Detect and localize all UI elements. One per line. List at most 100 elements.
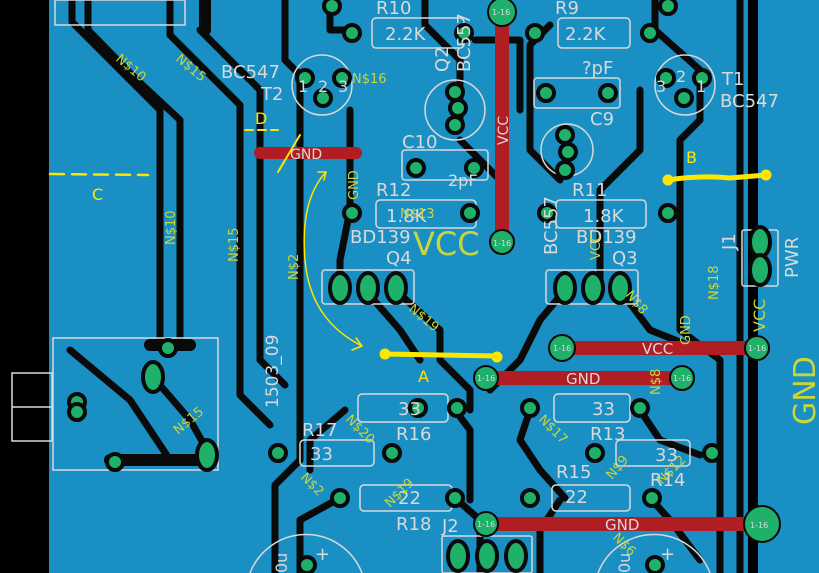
- pad-oval: [384, 271, 408, 305]
- annotation-b: B: [686, 148, 697, 167]
- label-r10: R10: [376, 0, 411, 19]
- label-q2: Q2: [432, 46, 453, 72]
- annot-arrow: [303, 171, 363, 351]
- label-board-id: 1503_09: [263, 335, 283, 408]
- value-r15: 22: [565, 487, 588, 508]
- pad: [445, 115, 465, 135]
- pad: [332, 68, 352, 88]
- value-r9: 2.2K: [565, 24, 607, 45]
- pad: [297, 555, 317, 573]
- svg-text:1-16: 1-16: [750, 521, 768, 530]
- label-q4: Q4: [386, 248, 412, 269]
- pad: [447, 398, 467, 418]
- pad: [537, 203, 557, 223]
- svg-text:1-16: 1-16: [673, 374, 691, 383]
- net-vcc-big: VCC: [413, 225, 480, 263]
- pad: [313, 88, 333, 108]
- net-n15b: N$15: [227, 227, 242, 262]
- pad: [382, 443, 402, 463]
- pad: [342, 203, 362, 223]
- pad: [702, 443, 722, 463]
- pad: [658, 203, 678, 223]
- label-c10: C10: [402, 132, 437, 153]
- t2-pin-2: 2: [318, 77, 328, 96]
- label-r15: R15: [556, 462, 591, 483]
- annotation-c: C: [92, 185, 103, 204]
- label-t2: BC547: [221, 62, 280, 83]
- pad-oval: [608, 271, 632, 305]
- via-tags: 1-16 1-16 1-16 1-16 1-16 1-16 1-16 1-16: [477, 8, 768, 530]
- pad: [158, 338, 178, 358]
- wire-label-gnd-left: GND: [290, 147, 322, 163]
- net-vcc-q3: VCC: [589, 233, 604, 260]
- t1-pin-3: 3: [656, 77, 666, 96]
- label-q3: Q3: [612, 248, 638, 269]
- pad: [67, 402, 87, 422]
- pad: [460, 203, 480, 223]
- annot-line-b: [665, 172, 769, 183]
- label-r14: R14: [650, 470, 685, 491]
- pad-oval: [504, 539, 528, 573]
- pad: [656, 68, 676, 88]
- pad: [464, 158, 484, 178]
- pad: [445, 488, 465, 508]
- cap-right-plus: +: [660, 544, 675, 565]
- label-r13: R13: [590, 424, 625, 445]
- annotation-marks: [48, 129, 772, 363]
- net-n13: N$13: [400, 207, 435, 222]
- pad-oval: [195, 438, 219, 472]
- pad: [645, 555, 665, 573]
- wire-label-gnd-bottom: GND: [605, 516, 639, 534]
- svg-text:1-16: 1-16: [477, 520, 495, 529]
- pad: [295, 68, 315, 88]
- pad-oval: [328, 271, 352, 305]
- top-wires: [254, 5, 769, 531]
- annotation-d: D: [255, 109, 267, 128]
- cap-left-plus: +: [315, 544, 330, 565]
- label-j2: J2: [441, 516, 459, 537]
- net-n10b: N$10: [164, 210, 179, 245]
- pad: [558, 142, 578, 162]
- pad-oval: [581, 271, 605, 305]
- svg-text:1-16: 1-16: [493, 239, 511, 248]
- wire-endpoints: [473, 0, 781, 543]
- pad: [598, 83, 618, 103]
- net-n18: N$18: [707, 265, 722, 300]
- label-q2-part: BC557: [454, 13, 475, 72]
- label-pwr: PWR: [782, 237, 803, 278]
- label-c9: C9: [590, 109, 614, 130]
- pad: [445, 82, 465, 102]
- label-r11: R11: [572, 180, 607, 201]
- label-q3-part: BD139: [576, 227, 637, 248]
- pad: [674, 88, 694, 108]
- value-r14: 33: [655, 445, 678, 466]
- pad: [555, 125, 575, 145]
- pad: [658, 0, 678, 16]
- annotation-a: A: [418, 367, 429, 386]
- label-j1: J1: [719, 233, 740, 251]
- label-r9: R9: [555, 0, 579, 19]
- label-cap-left: 0u: [272, 553, 291, 573]
- value-r10: 2.2K: [385, 24, 427, 45]
- value-r18: 22: [398, 488, 421, 509]
- pad-oval: [553, 271, 577, 305]
- value-r16: 33: [398, 399, 421, 420]
- net-n16: N$16: [352, 72, 387, 87]
- label-r12: R12: [376, 180, 411, 201]
- pad-oval: [141, 360, 165, 394]
- label-t1: T1: [721, 69, 744, 90]
- annot-line-c: [48, 172, 150, 177]
- net-gnd-small: GND: [347, 170, 362, 200]
- t2-pin-3: 3: [338, 77, 348, 96]
- net-gnd-big: GND: [788, 356, 819, 425]
- pad: [105, 452, 125, 472]
- annot-line-a: [382, 351, 500, 359]
- pad: [642, 488, 662, 508]
- svg-text:1-16: 1-16: [553, 344, 571, 353]
- pad: [555, 160, 575, 180]
- pad: [520, 398, 540, 418]
- pad: [692, 68, 712, 88]
- label-r17: R17: [302, 420, 337, 441]
- pad: [585, 443, 605, 463]
